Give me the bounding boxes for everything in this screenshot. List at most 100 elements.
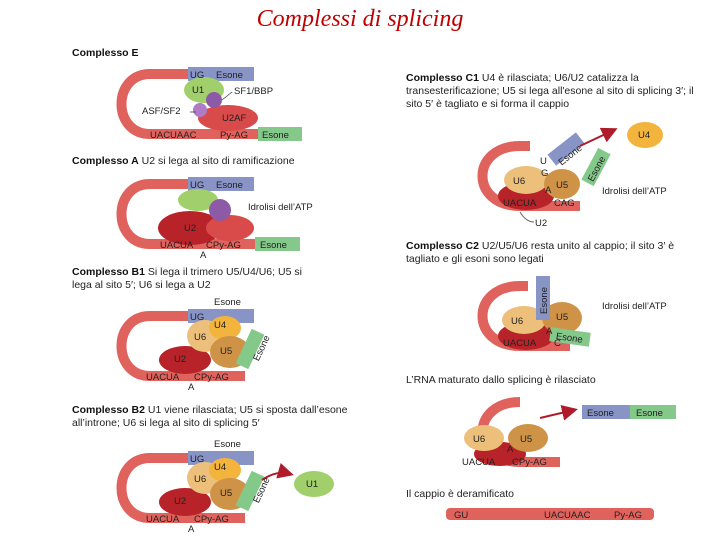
u2af-label: U2AF [222,113,246,124]
u4-label: U4 [214,462,226,473]
atp-label: Idrolisi dell’ATP [248,202,313,213]
exon-block [255,237,300,251]
linear-intron [446,508,654,520]
complex-e-diagram: UG Esone U1 SF1/BBP ASF/SF2 U2AF UACUAAC… [116,67,302,141]
exon-label: Esone [636,408,663,419]
panel-a-name: Complesso A [72,155,139,167]
panel-b1-desc: Si lega il trimero U5/U4/U6; U5 si lega … [72,266,302,291]
u1-snrnp [178,189,218,211]
exon-block [630,405,676,419]
panel-r2-desc: Il cappio è deramificato [406,488,514,500]
exon-block [258,127,302,141]
exon-label: Esone [260,240,287,251]
a-label: A [546,326,553,337]
u5-label: U5 [220,346,232,357]
u4-label: U4 [638,130,650,141]
panel-b1-heading: Complesso B1 Si lega il trimero U5/U4/U6… [72,266,322,292]
u5-snrnp [542,302,582,334]
release-arrow [579,127,618,147]
panel-a-heading: Complesso A U2 si lega al sito di ramifi… [72,155,372,168]
a-label: A [200,250,207,261]
exon-label: Esone [216,70,243,81]
release-arrow [261,463,294,481]
u2-label: U2 [174,354,186,365]
u6-label: U6 [511,316,523,327]
u-label: U [540,156,547,167]
u5-label: U5 [556,312,568,323]
u1-snrnp-released [294,471,334,497]
release-arrow [539,404,578,421]
c-label: C [554,338,561,349]
complex-b2-diagram: Esone UG U4 U6 U5 Esone U1 U2 UACUA CPy-… [116,439,334,535]
cpyag-label: CPy-AG [194,514,229,525]
debranched-lariat-diagram: GU UACUAAC Py-AG [446,508,654,521]
u6-label: U6 [194,474,206,485]
ug-label: UG [190,454,204,465]
u2-snrnp [158,211,222,245]
exon-block [188,451,254,465]
u5-label: U5 [520,434,532,445]
panel-c2-name: Complesso C2 [406,240,479,252]
u6-snrnp [504,166,548,194]
panel-c1-heading: Complesso C1 U4 è rilasciata; U6/U2 cata… [406,72,696,111]
released-rna-diagram: Esone Esone U6 U5 A UACUA CPy-AG [462,397,676,468]
panel-c1-desc: U4 è rilasciata; U6/U2 catalizza la tran… [406,72,694,110]
sf1-protein [209,199,231,221]
sf1-label: SF1/BBP [234,86,273,97]
u4-snrnp-released [627,122,663,148]
panel-c2-desc: U2/U5/U6 resta unito al cappio; il sito … [406,240,675,265]
uacua-label: UACUA [146,372,180,383]
panel-r2-heading: Il cappio è deramificato [406,488,696,501]
exon-label: Esone [587,408,614,419]
complex-c2-diagram: Esone U5 Idrolisi dell’ATP U6 A Esone UA… [477,276,667,351]
rna-loop [116,179,300,249]
u4-snrnp [209,316,241,340]
panel-r1-desc: L’RNA maturato dallo splicing è rilascia… [406,374,596,386]
u5-label: U5 [220,488,232,499]
u2af-protein [206,215,254,241]
gu-label: GU [454,510,468,521]
exon-label: Esone [539,287,550,314]
u5-snrnp [544,169,580,199]
u2af-protein [198,105,258,131]
u6-label: U6 [194,332,206,343]
u2-label: U2 [174,496,186,507]
exon-block [235,470,265,512]
panel-b2-heading: Complesso B2 U1 viene rilasciata; U5 si … [72,404,357,430]
ug-label: UG [190,70,204,81]
cpyag-label: CPy-AG [194,372,229,383]
cpyag-label: CPy-AG [512,457,547,468]
exon-block [582,405,630,419]
asf-protein [193,103,207,117]
u4-snrnp [209,458,241,482]
a-label: A [507,444,514,455]
panel-b2-desc: U1 viene rilasciata; U5 si sposta dall’e… [72,404,348,429]
u6-snrnp [464,425,504,451]
cpyag-label: CPy-AG [206,240,241,251]
exon-block [188,309,254,323]
panel-e-heading: Complesso E [72,47,372,60]
rna-loop [116,453,245,523]
atp-label: Idrolisi dell’ATP [602,301,667,312]
exon-block [549,327,591,347]
uacua-label: UACUA [146,514,180,525]
u1-label: U1 [306,479,318,490]
exon-label: Esone [262,130,289,141]
exon-block [235,328,265,370]
exon-block [581,147,611,187]
pyag-label: Py-AG [614,510,642,521]
panel-b2-name: Complesso B2 [72,404,145,416]
sf1-protein [206,92,222,108]
uacua-label: UACUA [503,338,537,349]
u2-label: U2 [184,223,196,234]
u6-snrnp [502,306,546,334]
u4-label: U4 [214,320,226,331]
panel-c2-heading: Complesso C2 U2/U5/U6 resta unito al cap… [406,240,696,266]
u2-snrnp [159,488,211,516]
exon-block [536,276,550,320]
u6-label: U6 [513,176,525,187]
u2-tail [519,211,535,223]
exon-label: Esone [214,297,241,308]
a-label: A [188,524,195,535]
u2-snrnp [159,346,211,374]
